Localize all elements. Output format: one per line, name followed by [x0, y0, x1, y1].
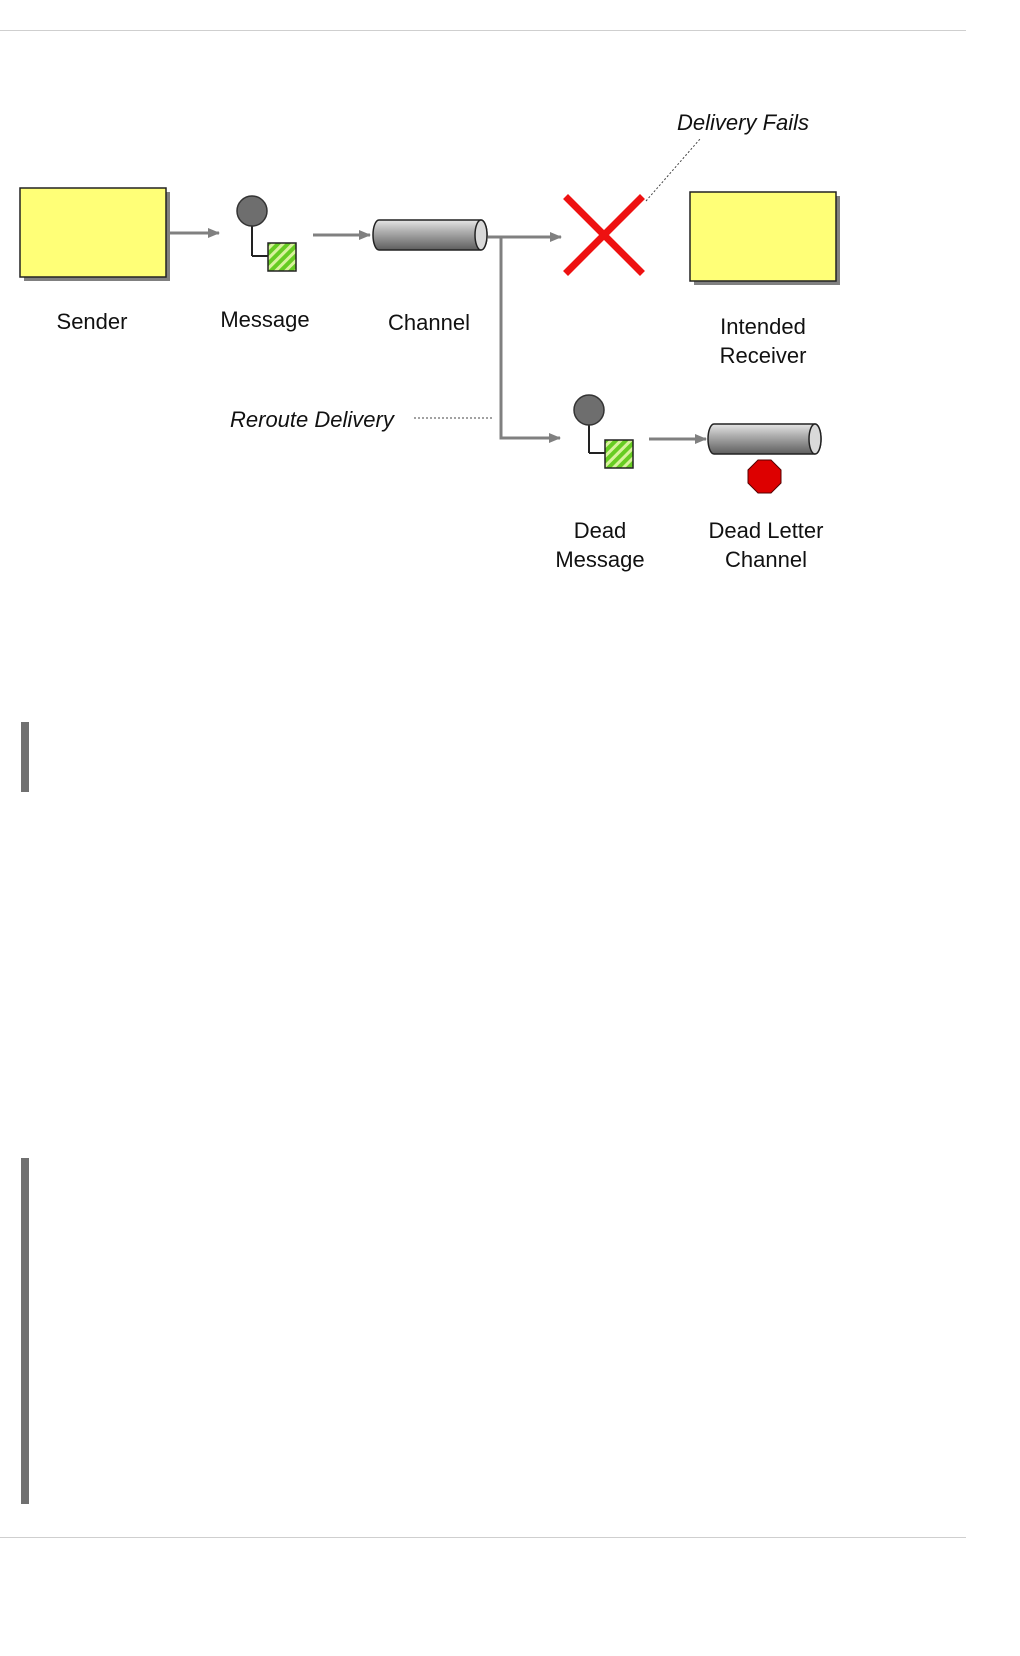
dead-message-label-line2: Message — [555, 547, 644, 572]
dead-letter-channel-diagram: Sender Message Channel Delivery Fails In… — [19, 110, 840, 572]
top-divider — [0, 30, 966, 31]
sender-label: Sender — [57, 309, 128, 334]
channel-pipe-icon — [372, 219, 488, 251]
channel-label: Channel — [388, 310, 470, 335]
blockquote-bar-1 — [21, 722, 29, 792]
message-icon — [236, 195, 297, 272]
message-label: Message — [220, 307, 309, 332]
delivery-fails-annotation: Delivery Fails — [677, 110, 809, 135]
reroute-connector — [499, 237, 561, 443]
bottom-divider — [0, 1537, 966, 1538]
blockquote-bar-2 — [21, 1158, 29, 1504]
dead-letter-channel-label-line2: Channel — [725, 547, 807, 572]
dead-letter-channel-label-line1: Dead Letter — [709, 518, 824, 543]
reroute-delivery-annotation: Reroute Delivery — [230, 407, 396, 432]
intended-receiver-label-line2: Receiver — [720, 343, 807, 368]
dead-message-label-line1: Dead — [574, 518, 627, 543]
dead-letter-channel-pipe-icon — [707, 423, 822, 455]
intended-receiver-node — [689, 191, 840, 285]
dead-message-icon — [573, 394, 634, 469]
sender-node — [19, 187, 170, 281]
intended-receiver-label-line1: Intended — [720, 314, 806, 339]
delivery-failed-icon — [563, 194, 645, 276]
stop-sign-icon — [747, 459, 782, 494]
delivery-fails-leader-line — [645, 138, 701, 202]
